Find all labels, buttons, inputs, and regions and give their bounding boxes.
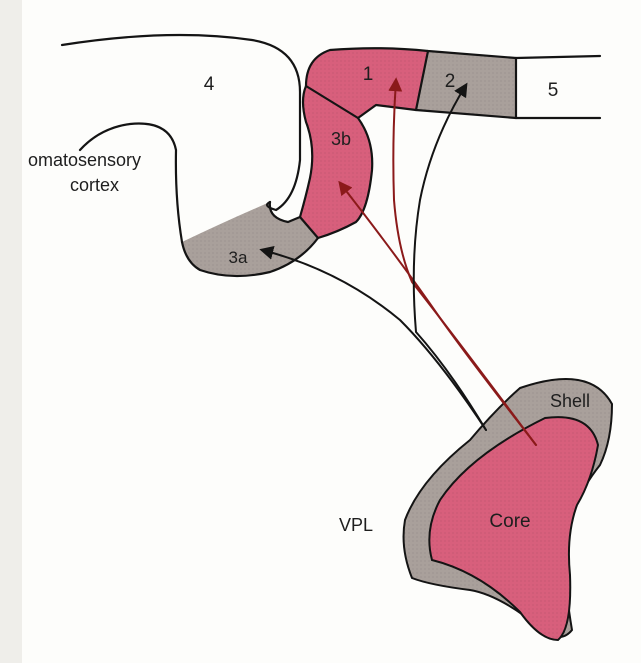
left-sulcal-wall bbox=[78, 122, 184, 244]
label-area-2: 2 bbox=[445, 71, 456, 92]
label-vpl: VPL bbox=[339, 515, 373, 535]
label-area-3b: 3b bbox=[331, 129, 351, 149]
label-area-3a: 3a bbox=[229, 248, 248, 267]
label-cortex-line2: cortex bbox=[70, 175, 119, 195]
boundary-3b-1 bbox=[304, 84, 360, 120]
stipple-overlay bbox=[182, 48, 516, 277]
projection-shell-to-area-2 bbox=[412, 82, 487, 431]
label-core: Core bbox=[489, 511, 530, 532]
label-area-1: 1 bbox=[363, 64, 374, 85]
central-sulcus-fundus bbox=[268, 84, 314, 224]
postcentral-surface bbox=[304, 47, 602, 88]
outer-cortical-surface bbox=[60, 33, 302, 212]
boundary-1-2 bbox=[414, 49, 430, 112]
cortex-outline bbox=[60, 33, 602, 278]
paper-shadow bbox=[0, 0, 22, 663]
projection-shell-to-area-3a bbox=[259, 246, 487, 431]
thalamocortical-projections bbox=[259, 77, 537, 446]
label-area-5: 5 bbox=[548, 80, 559, 101]
label-cortex-line1: omatosensory bbox=[28, 150, 141, 170]
vpl-core-stipple bbox=[429, 417, 598, 640]
label-shell: Shell bbox=[550, 391, 590, 411]
projection-core-to-area-3b bbox=[338, 180, 537, 446]
boundary-3a-3b bbox=[298, 215, 320, 240]
label-area-4: 4 bbox=[204, 74, 215, 95]
inner-cortical-boundary bbox=[180, 103, 602, 278]
